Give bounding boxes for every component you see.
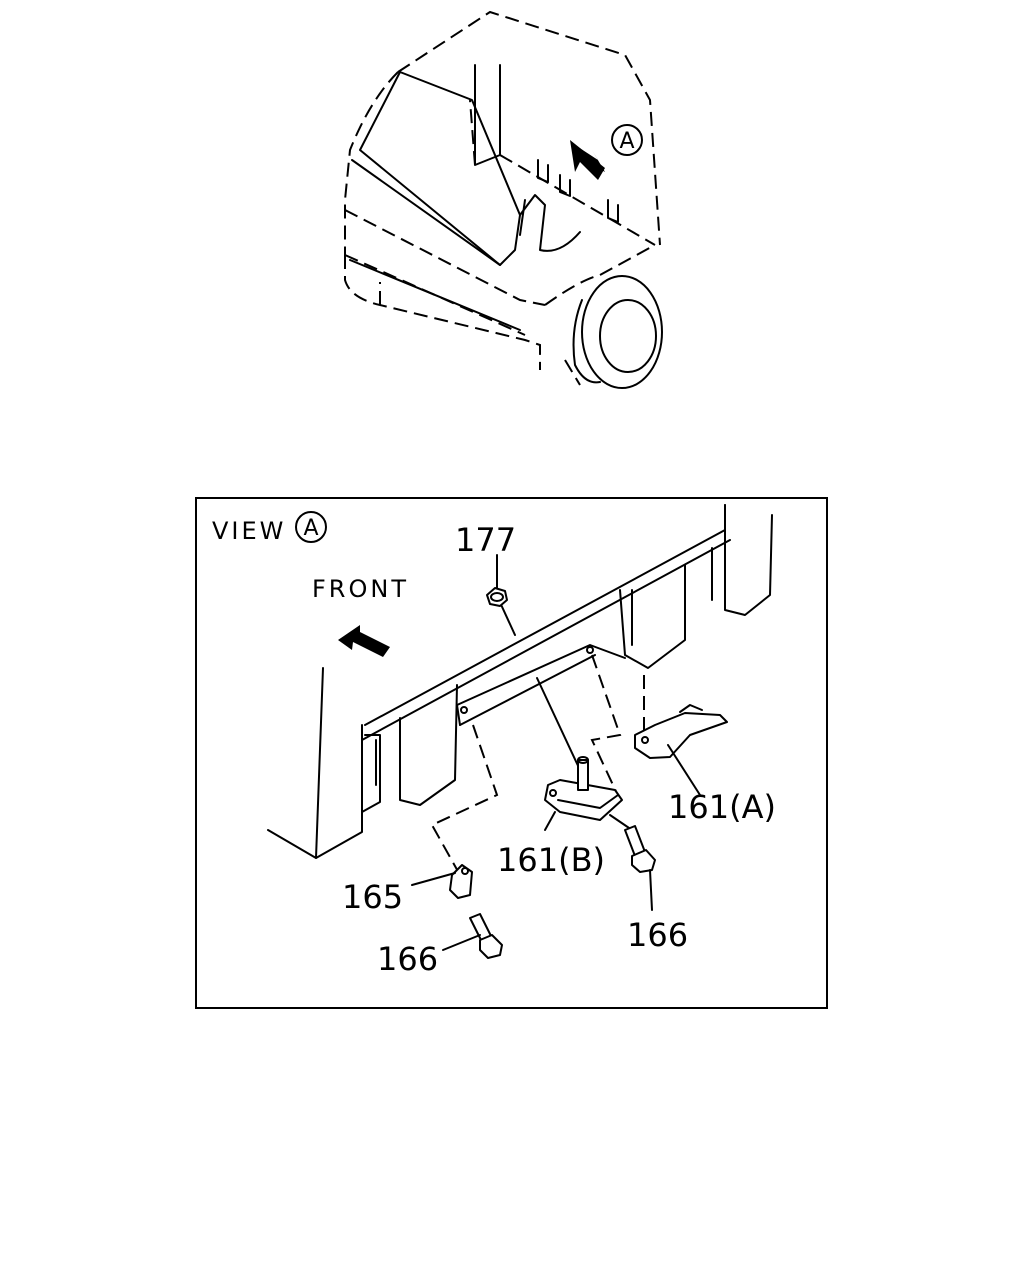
bracket-161b (544, 756, 623, 821)
bolt-166-left (469, 913, 503, 959)
callout-177: 177 (455, 521, 516, 559)
bolt-166-right (624, 825, 656, 873)
callout-161a: 161(A) (668, 788, 776, 826)
front-arrow-icon (338, 625, 390, 657)
view-marker-circle (611, 124, 643, 156)
callout-161b: 161(B) (497, 841, 605, 879)
callout-166-right: 166 (627, 916, 688, 954)
view-marker-label: A (303, 516, 318, 541)
clip-165 (449, 864, 473, 899)
view-direction-arrow (570, 140, 605, 180)
frame-rail-assembly (267, 504, 773, 859)
callout-166-left: 166 (377, 940, 438, 978)
view-a-frame (195, 497, 828, 1009)
view-marker-circle (295, 511, 327, 543)
front-label: FRONT (312, 575, 409, 603)
view-title: VIEW (212, 517, 286, 545)
truck-cab-overview: A (344, 10, 663, 389)
callout-165: 165 (342, 878, 403, 916)
bracket-161a (634, 704, 728, 759)
nut-177 (486, 587, 508, 607)
overview-marker-label: A (619, 129, 634, 154)
